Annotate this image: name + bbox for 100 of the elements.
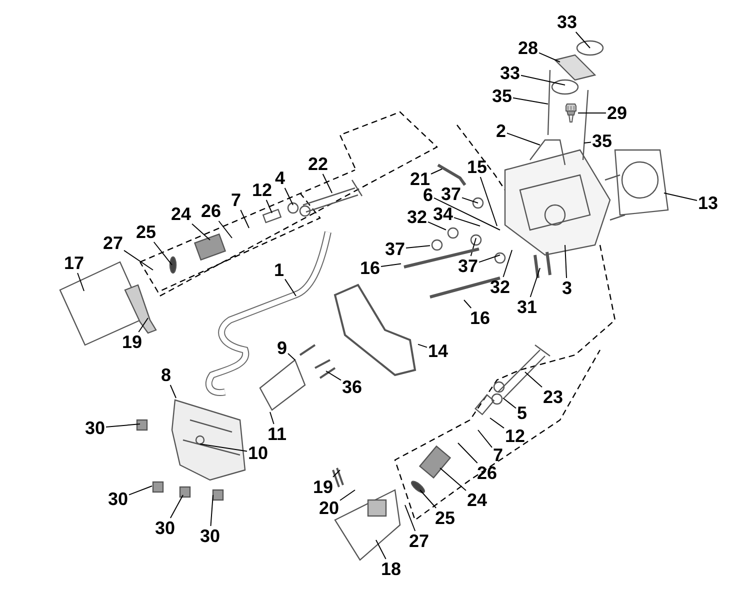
leader-line xyxy=(530,268,540,298)
callout-number: 2 xyxy=(496,122,506,140)
leader-line xyxy=(322,174,332,194)
callout-number: 26 xyxy=(476,464,498,482)
callout-number: 24 xyxy=(466,491,488,509)
callout-number: 27 xyxy=(102,234,124,252)
leader-line xyxy=(218,220,232,238)
leader-line xyxy=(200,444,248,452)
callout-number: 7 xyxy=(493,446,503,464)
callout-number: 19 xyxy=(312,478,334,496)
callout-number: 1 xyxy=(274,261,284,279)
leader-line xyxy=(524,372,542,388)
callout-number: 37 xyxy=(440,185,462,203)
leader-line xyxy=(502,250,512,278)
callout-number: 17 xyxy=(64,254,84,272)
leader-line xyxy=(124,250,154,270)
leader-line xyxy=(128,486,152,496)
leader-line xyxy=(478,254,500,263)
leader-line xyxy=(77,272,84,292)
callout-number: 24 xyxy=(170,205,192,223)
callout-number: 5 xyxy=(517,404,527,422)
callout-number: 3 xyxy=(562,279,572,297)
callout-number: 29 xyxy=(606,104,628,122)
leader-line xyxy=(404,504,416,532)
callout-number: 34 xyxy=(432,205,454,223)
callout-number: 9 xyxy=(277,339,287,357)
leader-line xyxy=(326,370,342,381)
leader-line xyxy=(332,470,340,478)
callout-number: 6 xyxy=(423,186,433,204)
leader-line xyxy=(434,197,500,230)
washer-drawing xyxy=(447,227,459,239)
nut-drawing xyxy=(431,239,443,251)
leader-line xyxy=(470,238,476,256)
callout-number: 10 xyxy=(248,444,268,462)
leader-line xyxy=(490,418,504,429)
callout-number: 28 xyxy=(518,39,538,57)
callout-number: 30 xyxy=(108,490,128,508)
callout-number: 31 xyxy=(516,298,538,316)
callout-number: 30 xyxy=(154,519,176,537)
leader-line xyxy=(506,132,540,146)
callout-number: 14 xyxy=(428,342,448,360)
leader-line xyxy=(170,384,176,398)
leader-line xyxy=(192,223,210,240)
leader-line xyxy=(578,112,606,114)
callout-number: 30 xyxy=(200,527,220,545)
leader-line xyxy=(406,245,430,248)
leader-line xyxy=(428,221,446,230)
callout-number: 15 xyxy=(466,158,488,176)
leader-line xyxy=(420,490,437,508)
gasket-drawing xyxy=(333,283,417,377)
callout-number: 35 xyxy=(492,87,512,105)
leader-line xyxy=(564,244,568,278)
leader-line xyxy=(284,188,294,206)
leader-line xyxy=(380,263,402,267)
leader-line xyxy=(584,142,592,144)
sensor-drawing xyxy=(565,103,577,123)
callout-number: 33 xyxy=(500,64,520,82)
leader-line xyxy=(454,217,480,226)
callout-number: 36 xyxy=(342,378,362,396)
leader-line xyxy=(462,197,478,204)
callout-number: 32 xyxy=(490,278,510,296)
callout-number: 16 xyxy=(360,259,380,277)
callout-number: 37 xyxy=(384,240,406,258)
callout-number: 30 xyxy=(84,419,106,437)
leader-line xyxy=(458,442,478,464)
callout-number: 21 xyxy=(410,170,430,188)
callout-number: 35 xyxy=(592,132,612,150)
callout-number: 12 xyxy=(252,181,272,199)
leader-line xyxy=(664,192,698,201)
callout-number: 26 xyxy=(200,202,222,220)
leader-line xyxy=(376,540,386,560)
leader-line xyxy=(266,200,272,214)
leader-line xyxy=(240,210,250,228)
leader-line xyxy=(464,300,472,308)
callout-number: 25 xyxy=(136,223,156,241)
callout-number: 22 xyxy=(308,155,328,173)
leader-line xyxy=(210,494,214,526)
leader-line xyxy=(153,242,172,266)
callout-number: 12 xyxy=(504,427,526,445)
callout-number: 23 xyxy=(542,388,564,406)
leader-line xyxy=(288,353,296,360)
leader-line xyxy=(520,74,566,86)
leader-line xyxy=(270,412,274,424)
callout-number: 18 xyxy=(380,560,402,578)
callout-number: 8 xyxy=(161,366,171,384)
callout-number: 20 xyxy=(318,499,340,517)
leader-line xyxy=(538,52,560,62)
leader-line xyxy=(170,494,184,518)
callout-number: 13 xyxy=(698,194,718,212)
callout-number: 25 xyxy=(434,509,456,527)
callout-number: 27 xyxy=(408,532,430,550)
leader-line xyxy=(502,398,516,409)
leader-line xyxy=(138,318,148,332)
leader-line xyxy=(430,168,442,174)
callout-number: 11 xyxy=(267,425,287,443)
leader-line xyxy=(284,278,296,296)
leader-line xyxy=(480,176,498,226)
leader-line xyxy=(340,490,356,501)
callout-number: 4 xyxy=(275,169,285,187)
leader-line xyxy=(418,344,428,348)
